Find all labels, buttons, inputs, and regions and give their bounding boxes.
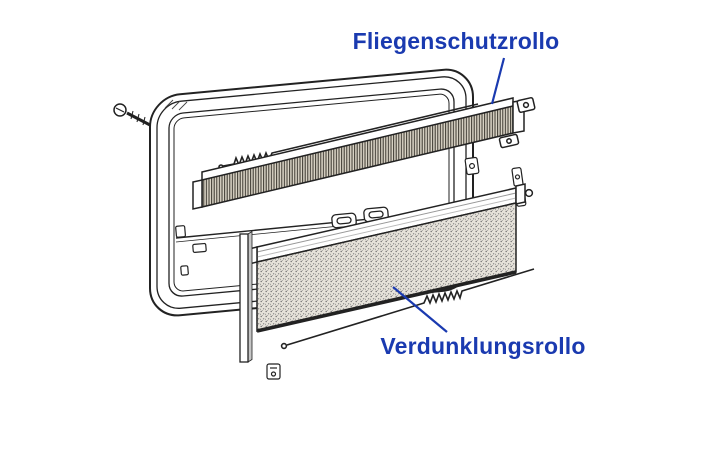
bottom-bracket bbox=[266, 363, 281, 380]
blackout-roller-blind bbox=[242, 183, 534, 333]
leader-line-blackout bbox=[392, 286, 448, 333]
fly-screen-roller bbox=[192, 97, 536, 210]
label-blackout-blind: Verdunklungsrollo bbox=[380, 333, 585, 359]
spring-rod-bottom bbox=[280, 268, 535, 350]
mounting-clip bbox=[175, 225, 207, 276]
screw bbox=[113, 103, 151, 127]
label-fly-screen-blind: Fliegenschutzrollo bbox=[353, 28, 560, 54]
leader-line-flyscreen bbox=[490, 57, 506, 105]
frame-corner-hatching bbox=[164, 99, 188, 111]
side-guide-strip bbox=[239, 230, 253, 363]
blind-handle bbox=[331, 206, 389, 229]
